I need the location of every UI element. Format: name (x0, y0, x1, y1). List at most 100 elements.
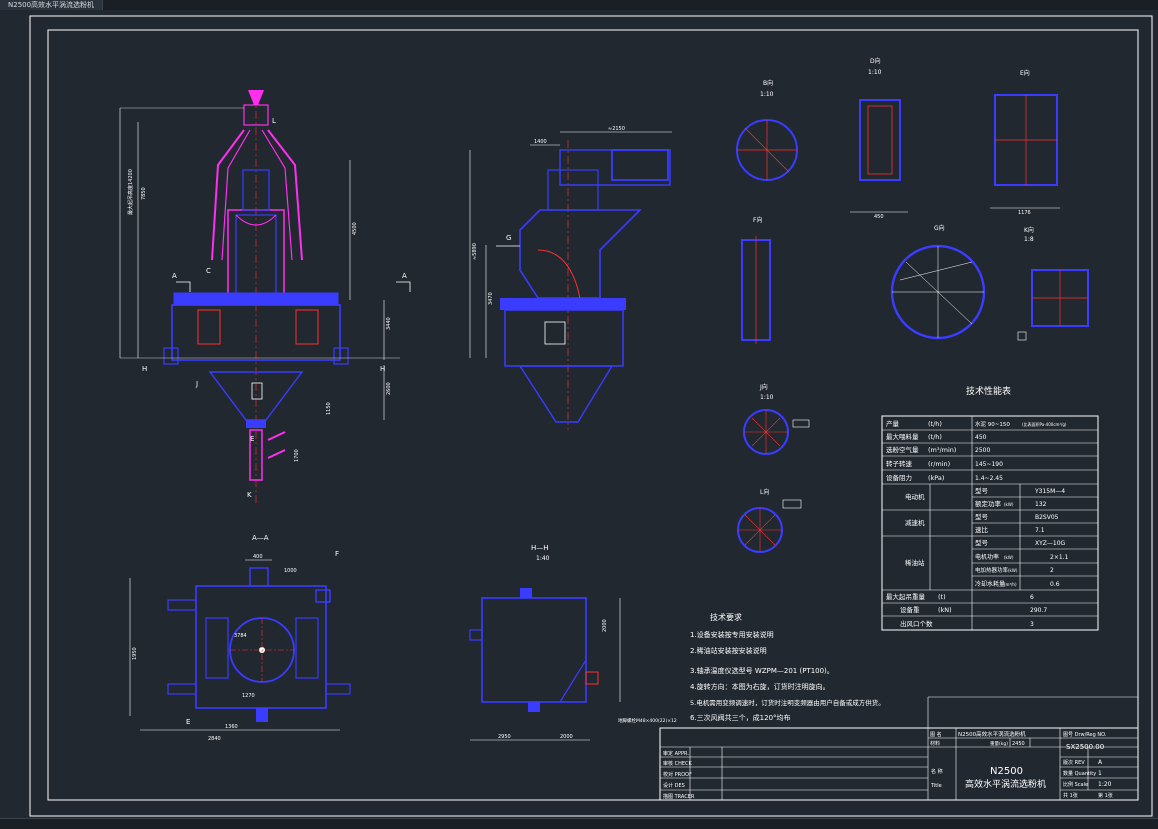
svg-text:2.稀油站安装按安装说明: 2.稀油站安装按安装说明 (690, 646, 767, 655)
svg-text:1176: 1176 (1018, 210, 1031, 216)
detail-g-view: G向 (890, 224, 986, 340)
outer-frame (29, 15, 1153, 817)
svg-text:2600: 2600 (386, 382, 392, 395)
technical-requirements: 技术要求 1.设备安装按专用安装说明 2.稀油站安装按安装说明 3.轴承温度仪选… (690, 612, 885, 722)
section-a-a-title: A—A (252, 534, 269, 542)
tab-bar: N2500高效水平涡流选粉机 (0, 0, 1158, 10)
label-e-bottom: E (186, 718, 190, 726)
section-h-h-title: H—H (531, 544, 549, 552)
detail-j-view: J向 1:10 (743, 383, 810, 455)
label-a-right: A (402, 272, 407, 280)
cad-drawing-canvas[interactable]: 最大起吊高度14200 7850 4500 3440 2600 1150 170… (0, 10, 1158, 818)
detail-b-view: B向 1:10 (736, 79, 798, 181)
svg-text:(kN): (kN) (938, 606, 952, 614)
detail-k-view: K向 1:8 (1017, 226, 1089, 341)
svg-text:稀油站: 稀油站 (905, 558, 925, 567)
svg-text:F向: F向 (753, 216, 762, 224)
svg-text:B2SV05: B2SV05 (1035, 514, 1059, 521)
svg-text:(m³/h): (m³/h) (1004, 582, 1017, 587)
label-l: L (272, 117, 276, 125)
detail-l-view: L向 (737, 488, 802, 553)
svg-text:图 名: 图 名 (930, 731, 942, 738)
svg-text:D向: D向 (870, 57, 881, 65)
detail-e-view: E向 1176 (990, 69, 1060, 216)
svg-text:数量 Quantity: 数量 Quantity (1063, 770, 1096, 777)
svg-text:冷却水耗量: 冷却水耗量 (975, 580, 1005, 588)
svg-text:3470: 3470 (488, 292, 494, 305)
svg-text:2950: 2950 (498, 734, 511, 740)
svg-text:132: 132 (1035, 501, 1047, 508)
svg-text:产量: 产量 (886, 419, 900, 428)
svg-text:选粉空气量: 选粉空气量 (886, 445, 919, 454)
svg-text:(kW): (kW) (1004, 502, 1014, 507)
svg-text:7.1: 7.1 (1035, 527, 1045, 534)
section-a-a-view: A—A 400 1000 3784 1270 1360 2840 1950 F … (129, 534, 351, 742)
svg-text:比例 Scale: 比例 Scale (1063, 781, 1088, 788)
svg-text:290.7: 290.7 (1030, 607, 1047, 614)
svg-text:3: 3 (1030, 621, 1034, 628)
side-elevation-view: 1400 ≈2150 ≈5890 3470 G (469, 126, 672, 430)
svg-text:7850: 7850 (141, 187, 147, 200)
label-a-left: A (172, 272, 177, 280)
svg-text:5.电机需用变频调速时，订货时注明变频器由用户自备或成方供货: 5.电机需用变频调速时，订货时注明变频器由用户自备或成方供货。 (690, 698, 885, 707)
svg-text:1950: 1950 (132, 647, 138, 660)
label-f: F (335, 550, 339, 558)
svg-text:校对 PROOF: 校对 PROOF (663, 771, 692, 778)
svg-text:最大起吊重量: 最大起吊重量 (886, 592, 926, 601)
svg-text:转子转速: 转子转速 (886, 459, 913, 468)
svg-text:6.三次风阀共三个，成120°均布: 6.三次风阀共三个，成120°均布 (690, 713, 791, 722)
svg-text:B向: B向 (763, 79, 773, 87)
svg-text:400: 400 (253, 554, 263, 560)
svg-text:4.旋转方向：本图为右旋，订货时注明旋向。: 4.旋转方向：本图为右旋，订货时注明旋向。 (690, 682, 830, 691)
svg-text:设备重: 设备重 (900, 605, 920, 614)
svg-text:(t/h): (t/h) (928, 433, 942, 441)
main-elevation-view: 最大起吊高度14200 7850 4500 3440 2600 1150 170… (119, 90, 411, 505)
svg-text:(kW): (kW) (1008, 568, 1018, 573)
svg-text:1400: 1400 (534, 139, 547, 145)
tab-drawing[interactable]: N2500高效水平涡流选粉机 (0, 0, 104, 10)
svg-text:3440: 3440 (386, 317, 392, 330)
svg-text:2840: 2840 (208, 736, 221, 742)
perf-table-title: 技术性能表 (966, 385, 1011, 397)
svg-text:1270: 1270 (242, 693, 255, 699)
svg-text:≈5890: ≈5890 (472, 243, 478, 260)
section-h-h-scale: 1:40 (536, 555, 550, 562)
svg-text:2450: 2450 (1012, 741, 1025, 747)
svg-text:名 称: 名 称 (931, 768, 943, 775)
svg-text:(m³/min): (m³/min) (928, 446, 956, 454)
svg-text:(t/h): (t/h) (928, 420, 942, 428)
svg-text:A: A (1098, 759, 1103, 766)
svg-text:水泥 90~150: 水泥 90~150 (975, 420, 1010, 428)
svg-text:3.轴承温度仪选型号 WZPM—201 (PT100)。: 3.轴承温度仪选型号 WZPM—201 (PT100)。 (690, 666, 834, 675)
label-e: E (250, 435, 254, 443)
svg-text:电加热器功率: 电加热器功率 (975, 566, 1009, 574)
svg-text:1.设备安装按专用安装说明: 1.设备安装按专用安装说明 (690, 630, 774, 639)
svg-text:XYZ—10G: XYZ—10G (1035, 540, 1066, 547)
svg-text:出风口个数: 出风口个数 (900, 619, 933, 628)
svg-text:2000: 2000 (602, 619, 608, 632)
svg-text:电动机: 电动机 (905, 492, 925, 501)
svg-text:≈2150: ≈2150 (608, 126, 625, 132)
status-bar (0, 818, 1158, 829)
svg-text:最大喂料量: 最大喂料量 (886, 432, 919, 441)
svg-text:减速机: 减速机 (905, 518, 925, 527)
svg-text:2500: 2500 (975, 447, 990, 454)
svg-text:N2500高效水平涡流选粉机: N2500高效水平涡流选粉机 (958, 730, 1026, 738)
svg-text:J向: J向 (759, 383, 768, 391)
svg-text:高效水平涡流选粉机: 高效水平涡流选粉机 (965, 778, 1046, 790)
label-g: G (506, 234, 511, 242)
svg-text:1700: 1700 (294, 449, 300, 462)
svg-text:(kW): (kW) (1004, 555, 1014, 560)
svg-text:0.6: 0.6 (1050, 581, 1060, 588)
svg-text:Y315M—4: Y315M—4 (1034, 488, 1065, 495)
detail-f-view: F向 (741, 216, 771, 344)
label-c: C (206, 267, 211, 275)
svg-text:图号 Drw/Reg NO.: 图号 Drw/Reg NO. (1063, 732, 1107, 738)
title-block: 图 名 N2500高效水平涡流选粉机 材料 重量(kg) 2450 图号 Drw… (659, 696, 1139, 801)
svg-text:1000: 1000 (284, 568, 297, 574)
svg-text:额定功率: 额定功率 (975, 499, 1002, 508)
svg-text:(t): (t) (938, 593, 946, 601)
svg-text:2000: 2000 (560, 734, 573, 740)
svg-text:(r/min): (r/min) (928, 460, 950, 468)
svg-text:最大起吊高度14200: 最大起吊高度14200 (127, 169, 134, 215)
